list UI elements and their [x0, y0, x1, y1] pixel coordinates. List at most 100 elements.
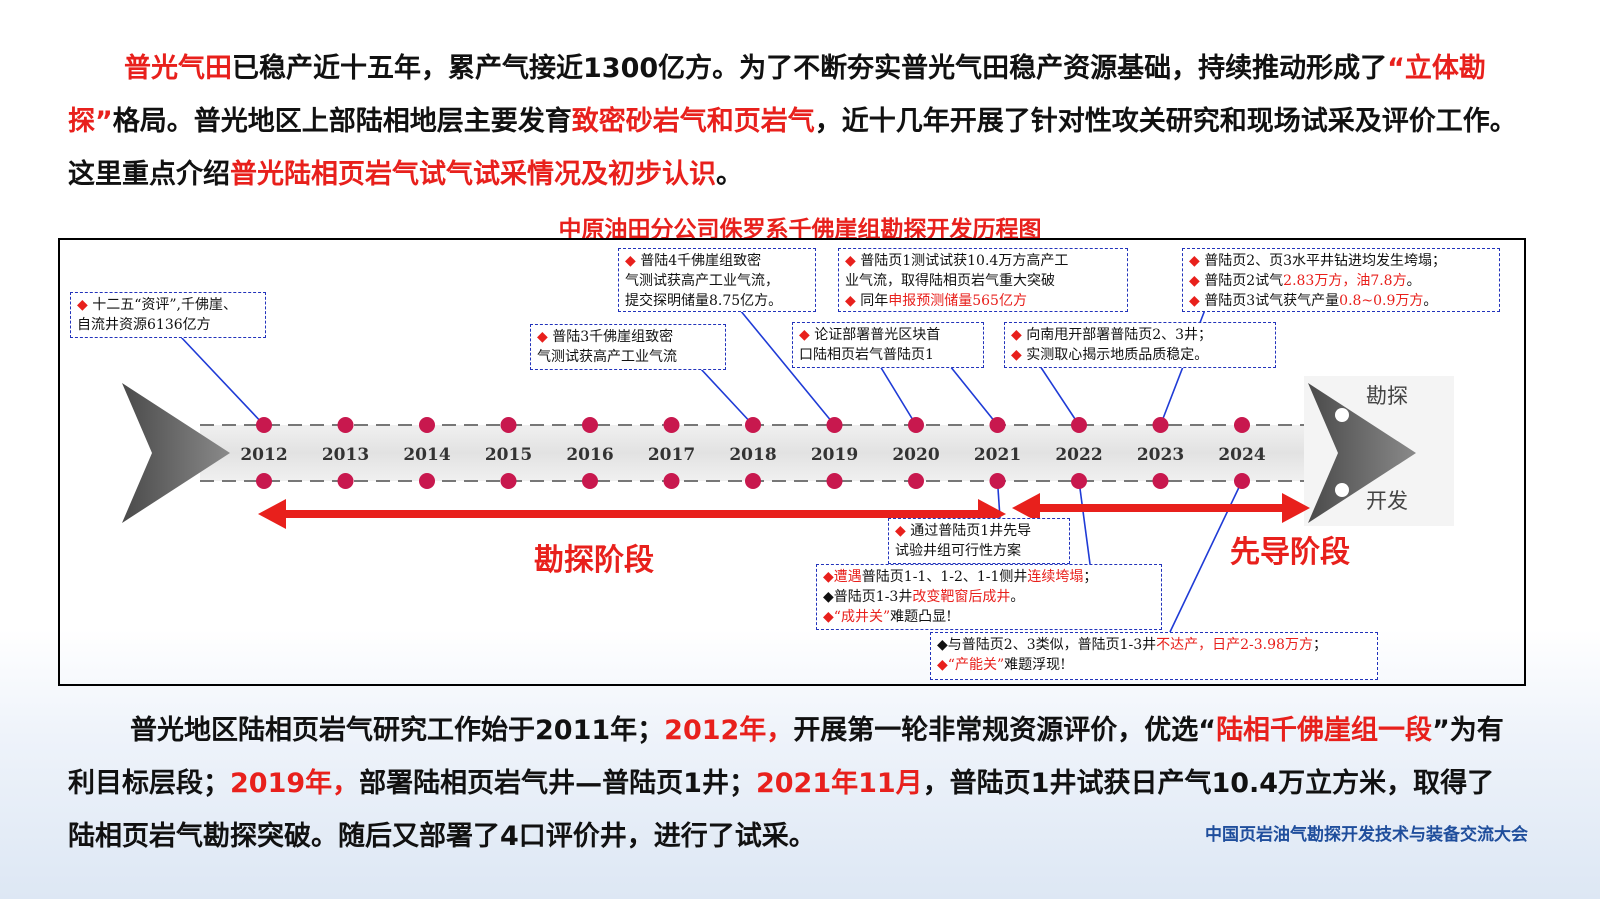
year-dot-top-2023 — [1152, 417, 1169, 433]
year-dot-bottom-2017 — [663, 473, 680, 489]
note-2022-line2: 实测取心揭示地质品质稳定。 — [1026, 347, 1209, 363]
year-dot-top-2021 — [989, 417, 1006, 433]
right-arrow-dot-bottom — [1335, 483, 1349, 497]
connector-note-2020 — [879, 365, 917, 426]
outro-text-5: ，普陆页1井试获日产气10.4万立方米，取得了陆相页岩气勘探突破。随后又部署了4… — [68, 768, 1495, 852]
year-label-2019: 2019 — [811, 445, 858, 465]
note-2023a-line1-mid: 普陆页1-1、1-2、1-1侧井 — [861, 569, 1028, 585]
note-2023b-line1-pre: 与普陆页2、3类似，普陆页1-3井 — [947, 637, 1157, 653]
year-dot-bottom-2015 — [500, 473, 517, 489]
note-2022-line1: 向南甩开部署普陆页2、3井； — [1026, 327, 1213, 343]
year-dot-top-2017 — [663, 417, 680, 433]
note-2020: ◆ 论证部署普光区块首 口陆相页岩气普陆页1 — [792, 322, 984, 368]
note-2024-line2-pre: 普陆页2试气 — [1204, 273, 1284, 289]
right-label-exploration: 勘探 — [1366, 384, 1408, 408]
intro-paragraph: 普光气田已稳产近十五年，累产气接近1300亿方。为了不断夯实普光气田稳产资源基础… — [68, 42, 1518, 201]
note-2021-top: ◆ 普陆页1测试试获10.4万方高产工 业气流，取得陆相页岩气重大突破 ◆ 同年… — [838, 248, 1128, 312]
note-2024-line3-post: 。 — [1423, 293, 1438, 309]
outro-text-3: ”为有利目标层段； — [68, 715, 1504, 799]
note-2022: ◆ 向南甩开部署普陆页2、3井； ◆ 实测取心揭示地质品质稳定。 — [1004, 322, 1276, 368]
note-2021-mid-line2: 试验井组可行性方案 — [895, 543, 1021, 559]
note-2023a-line2-post: 。 — [1010, 589, 1025, 605]
note-2021-top-line3-pre: 同年 — [860, 293, 889, 309]
note-2021-mid-line1: 通过普陆页1井先导 — [910, 523, 1032, 539]
phase-pilot-arrow — [1012, 493, 1310, 523]
outro-text-1: 普光地区陆相页岩气研究工作始于2011年； — [130, 715, 665, 746]
note-2023-b: ◆与普陆页2、3类似，普陆页1-3井不达产，日产2-3.98万方； ◆“产能关”… — [930, 632, 1378, 680]
note-2021-top-line1: 普陆页1测试试获10.4万方高产工 — [860, 253, 1069, 269]
intro-text-2: 格局。普光地区上部陆相地层主要发育 — [112, 106, 572, 137]
year-label-2022: 2022 — [1055, 445, 1102, 465]
note-2020-line1: 论证部署普光区块首 — [814, 327, 941, 343]
year-label-2013: 2013 — [322, 445, 369, 465]
connector-note-2023-a — [1078, 480, 1091, 565]
note-2021-top-line2: 业气流，取得陆相页岩气重大突破 — [845, 273, 1055, 289]
intro-text-4: 。 — [716, 159, 743, 190]
intro-text-3: ，近十几年开展了针对性攻关研究和现场试采及评价工作。这里重点介绍 — [68, 106, 1517, 190]
note-2024-line2-post: 。 — [1406, 273, 1421, 289]
note-2018: ◆ 普陆3千佛崖组致密 气测试获高产工业气流 — [530, 324, 726, 370]
note-2019-line3: 提交探明储量8.75亿方。 — [625, 293, 783, 309]
connector-note-2022 — [1039, 365, 1080, 426]
intro-highlight-gas: 致密砂岩气和页岩气 — [571, 106, 815, 137]
footer-conference-name: 中国页岩油气勘探开发技术与装备交流大会 — [1205, 825, 1528, 845]
connector-note-2012 — [179, 335, 265, 426]
note-2023a-line1-post: ； — [1083, 569, 1098, 585]
year-dot-bottom-2022 — [1071, 473, 1087, 489]
year-label-2020: 2020 — [892, 445, 939, 465]
outro-highlight-layer: 陆相千佛崖组一段 — [1216, 715, 1433, 746]
outro-text-4: 部署陆相页岩气井—普陆页1井； — [359, 768, 756, 799]
note-2019: ◆ 普陆4千佛崖组致密 气测试获高产工业气流， 提交探明储量8.75亿方。 — [618, 248, 816, 312]
note-2023a-line1-red: 遭遇 — [833, 569, 862, 585]
note-2012: ◆ 十二五“资评”,千佛崖、 自流井资源6136亿方 — [70, 292, 266, 338]
note-2023b-line2-post: 难题浮现! — [1004, 657, 1066, 673]
note-2023-a: ◆遭遇普陆页1-1、1-2、1-1侧井连续垮塌； ◆普陆页1-3井改变靶窗后成井… — [816, 564, 1162, 630]
outro-text-2: 开展第一轮非常规资源评价，优选“ — [793, 715, 1217, 746]
note-2023b-line2-red: “产能关” — [947, 657, 1005, 673]
year-dot-top-2018 — [745, 417, 761, 433]
timeline-left-arrowhead — [122, 383, 230, 523]
year-dot-top-2022 — [1071, 417, 1087, 433]
year-label-2016: 2016 — [566, 445, 613, 465]
note-2023a-line3-red: “成井关” — [833, 609, 891, 625]
year-label-2017: 2017 — [648, 445, 695, 465]
year-dot-bottom-2024 — [1234, 473, 1250, 489]
note-2018-line2: 气测试获高产工业气流 — [537, 349, 677, 365]
note-2024: ◆ 普陆页2、页3水平井钻进均发生垮塌； ◆ 普陆页2试气2.83万方，油7.8… — [1182, 248, 1500, 312]
timeline-band — [200, 425, 1310, 481]
note-2024-line3-pre: 普陆页3试气获气产量 — [1204, 293, 1340, 309]
outro-paragraph: 普光地区陆相页岩气研究工作始于2011年；2012年，开展第一轮非常规资源评价，… — [68, 704, 1518, 863]
year-dot-top-2019 — [826, 417, 843, 433]
right-label-development: 开发 — [1366, 489, 1408, 513]
note-2023b-line1-post: ； — [1312, 637, 1327, 653]
connector-note-2019 — [739, 309, 836, 426]
note-2024-line2-red: 2.83万方，油7.8方 — [1283, 273, 1407, 289]
note-2023a-line3-post: 难题凸显! — [890, 609, 952, 625]
year-label-2015: 2015 — [485, 445, 532, 465]
year-dot-bottom-2012 — [256, 473, 272, 489]
note-2021-mid: ◆ 通过普陆页1井先导 试验井组可行性方案 — [888, 518, 1070, 564]
year-label-2018: 2018 — [729, 445, 776, 465]
note-2020-line2: 口陆相页岩气普陆页1 — [799, 347, 934, 363]
year-label-2023: 2023 — [1137, 445, 1184, 465]
outro-highlight-2012: 2012年， — [664, 715, 794, 746]
year-label-2012: 2012 — [240, 445, 287, 465]
note-2024-line1: 普陆页2、页3水平井钻进均发生垮塌； — [1204, 253, 1447, 269]
year-dot-bottom-2016 — [582, 473, 598, 489]
note-2021-top-line3-red: 申报预测储量565亿方 — [888, 293, 1027, 309]
note-2018-line1: 普陆3千佛崖组致密 — [552, 329, 674, 345]
note-2023a-line2-red: 改变靶窗后成井 — [912, 589, 1011, 605]
note-2024-line3-red: 0.8~0.9万方 — [1339, 293, 1424, 309]
year-dot-top-2016 — [582, 417, 598, 433]
year-dot-top-2014 — [419, 417, 435, 433]
year-dot-top-2012 — [256, 417, 272, 433]
year-dot-bottom-2019 — [826, 473, 843, 489]
timeline-right-arrowhead — [1308, 383, 1416, 523]
note-2019-line1: 普陆4千佛崖组致密 — [640, 253, 762, 269]
outro-highlight-2021: 2021年11月 — [755, 768, 923, 799]
note-2023b-line1-red: 不达产，日产2-3.98万方 — [1156, 637, 1313, 653]
connector-note-2021-top — [949, 365, 999, 426]
